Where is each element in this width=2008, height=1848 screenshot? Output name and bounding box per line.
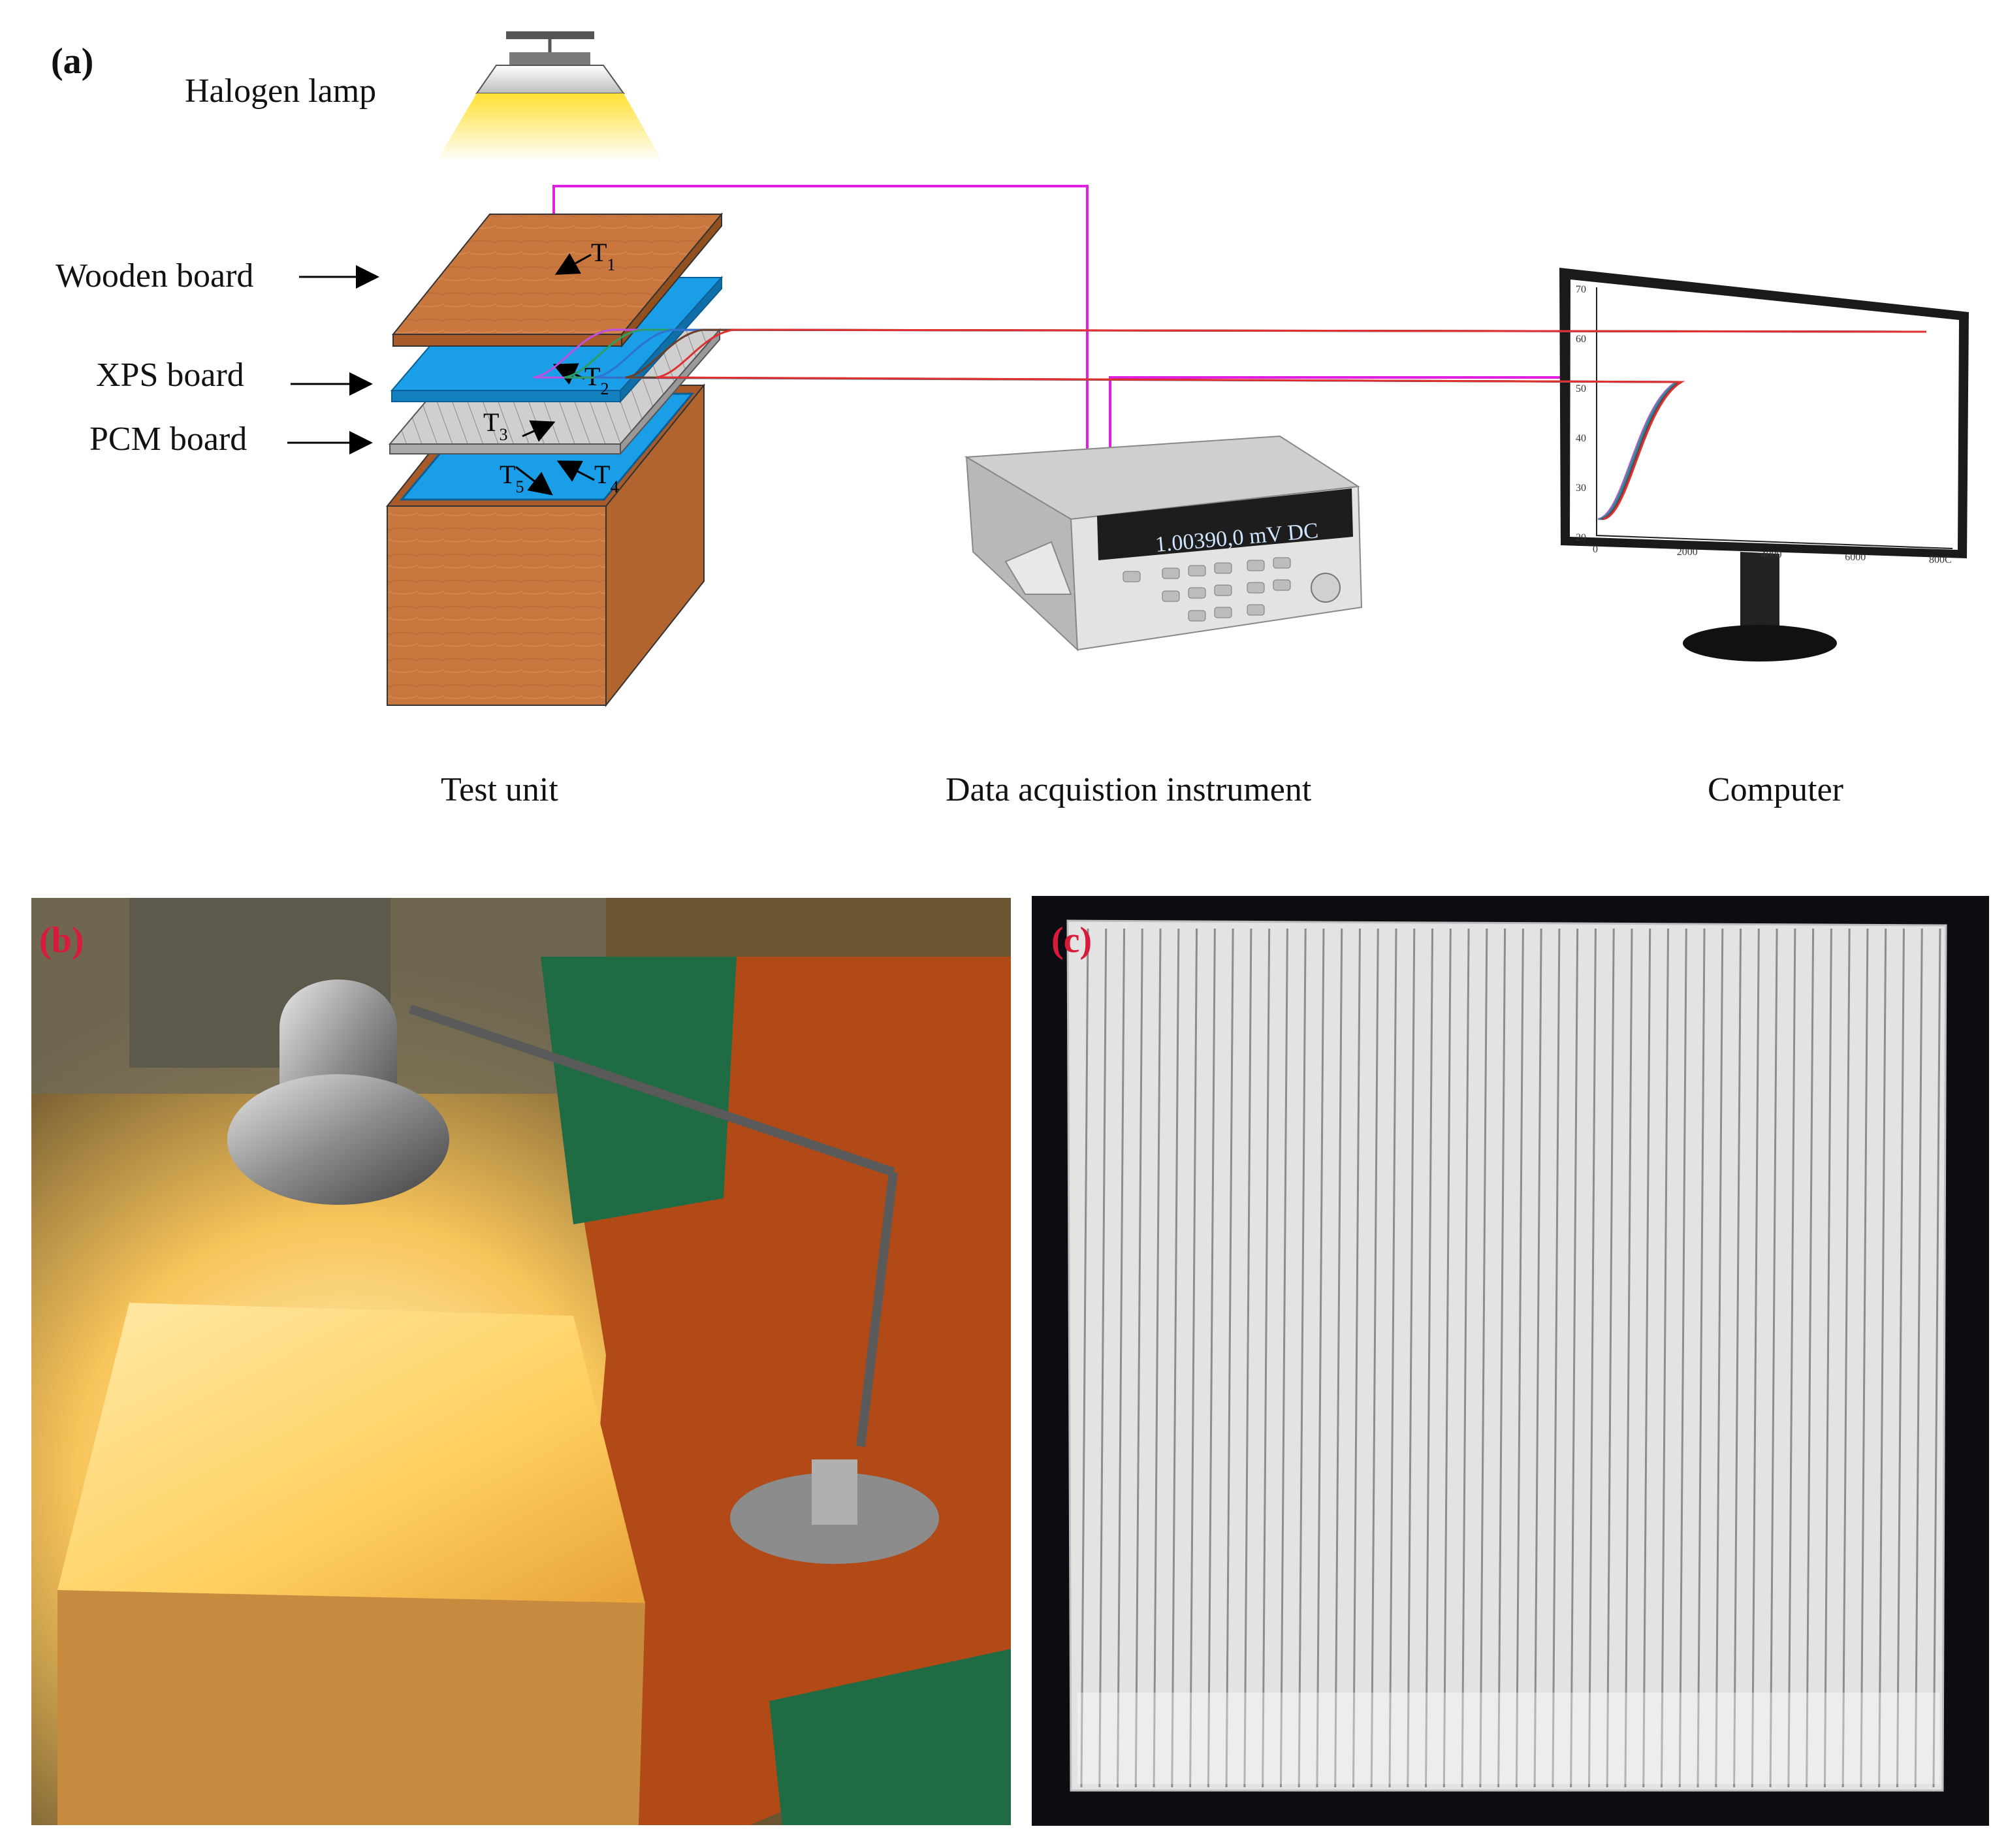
sensor-t4: T4 <box>594 460 618 496</box>
monitor-x-tick: 2000 <box>1677 547 1698 558</box>
monitor-y-tick: 30 <box>1576 483 1586 494</box>
monitor-y-tick: 40 <box>1576 433 1586 444</box>
pcm-stripe <box>1570 928 1579 1788</box>
pcm-stripe <box>1189 928 1198 1788</box>
pcm-stripe <box>1117 928 1126 1788</box>
monitor-y-tick: 70 <box>1576 284 1586 295</box>
xps-board-label: XPS board <box>96 357 244 394</box>
pcm-stripe <box>1442 928 1452 1788</box>
pcm-stripe <box>1352 928 1361 1788</box>
panel-b-letter: (b) <box>39 920 84 961</box>
pcm-stripe <box>1298 928 1307 1788</box>
pcm-stripe <box>1171 928 1180 1788</box>
pcm-stripe <box>1461 928 1470 1788</box>
pcm-stripe <box>1243 928 1252 1788</box>
panel-c-letter: (c) <box>1051 920 1092 961</box>
monitor-x-tick: 4000 <box>1761 549 1782 560</box>
panel-a-letter: (a) <box>51 41 94 82</box>
pcm-stripe <box>1606 928 1615 1788</box>
monitor-series-line <box>656 328 1927 520</box>
pcm-stripe <box>1860 928 1869 1788</box>
pcm-board-stripes <box>1080 928 1941 1788</box>
computer-monitor: 70 60 50 40 30 20 0 2000 4000 6000 800C <box>533 268 1969 661</box>
pcm-stripe <box>1697 928 1706 1788</box>
pcm-stripe <box>1425 928 1434 1788</box>
pcm-stripe <box>1334 928 1343 1788</box>
pcm-stripe <box>1715 928 1724 1788</box>
pcm-stripe <box>1841 928 1851 1788</box>
pcm-stripe <box>1552 928 1561 1788</box>
pcm-stripe <box>1207 928 1216 1788</box>
pcm-stripe <box>1080 928 1089 1788</box>
monitor-y-tick: 50 <box>1576 383 1586 394</box>
pcm-stripe <box>1279 928 1288 1788</box>
pcm-stripe <box>1678 928 1687 1788</box>
pcm-stripe <box>1751 928 1760 1788</box>
test-unit-caption: Test unit <box>441 771 558 808</box>
pcm-stripe <box>1823 928 1832 1788</box>
monitor-x-tick: 0 <box>1593 544 1598 555</box>
pcm-stripe <box>1624 928 1633 1788</box>
monitor-y-tick: 60 <box>1576 334 1586 345</box>
pcm-stripe <box>1262 928 1271 1788</box>
sensor-t3: T3 <box>483 407 507 444</box>
pcm-stripe <box>1515 928 1524 1788</box>
pcm-board-label: PCM board <box>89 421 247 458</box>
pcm-stripe <box>1806 928 1815 1788</box>
pcm-stripe <box>1134 928 1143 1788</box>
halogen-lamp-icon <box>436 31 663 162</box>
monitor-x-tick: 800C <box>1929 554 1952 566</box>
pcm-stripe <box>1370 928 1379 1788</box>
pcm-stripe <box>1642 928 1651 1788</box>
pcm-stripe <box>1769 928 1778 1788</box>
monitor-plot-axes <box>1596 287 1953 549</box>
pcm-stripe <box>1896 928 1905 1788</box>
pcm-stripe <box>1533 928 1542 1788</box>
schematic-svg: T1 T2 T3 T4 T5 1.00390,0 mV DC <box>287 31 1969 707</box>
data-acquisition-instrument: 1.00390,0 mV DC <box>964 435 1363 652</box>
pcm-stripe <box>1479 928 1488 1788</box>
monitor-plot: 70 60 50 40 30 20 0 2000 4000 6000 800C <box>533 284 1953 566</box>
monitor-y-tick: 20 <box>1576 532 1586 543</box>
pcm-stripe <box>1661 928 1670 1788</box>
halogen-lamp-label: Halogen lamp <box>185 72 377 110</box>
pcm-stripe <box>1733 928 1742 1788</box>
pcm-stripe <box>1497 928 1506 1788</box>
pcm-stripe <box>1932 928 1941 1788</box>
wooden-board-label: Wooden board <box>56 257 254 295</box>
sensor-t5: T5 <box>500 460 524 496</box>
pcm-stripe <box>1388 928 1397 1788</box>
pcm-stripe <box>1153 928 1162 1788</box>
daq-computer-wire <box>1109 376 1561 451</box>
pcm-stripe <box>1878 928 1887 1788</box>
monitor-x-tick: 6000 <box>1845 552 1866 563</box>
photo-b <box>31 898 1011 1825</box>
pcm-stripe <box>1225 928 1234 1788</box>
pcm-stripe <box>1787 928 1796 1788</box>
computer-caption: Computer <box>1708 771 1843 808</box>
sensor-t1: T1 <box>591 238 615 274</box>
pcm-stripe <box>1407 928 1416 1788</box>
daq-caption: Data acquistion instrument <box>946 771 1312 808</box>
pcm-stripe <box>1914 928 1923 1788</box>
pcm-stripe <box>1098 928 1108 1788</box>
pcm-stripe <box>1316 928 1325 1788</box>
photo-c <box>1032 896 1989 1826</box>
pcm-stripe <box>1587 928 1597 1788</box>
